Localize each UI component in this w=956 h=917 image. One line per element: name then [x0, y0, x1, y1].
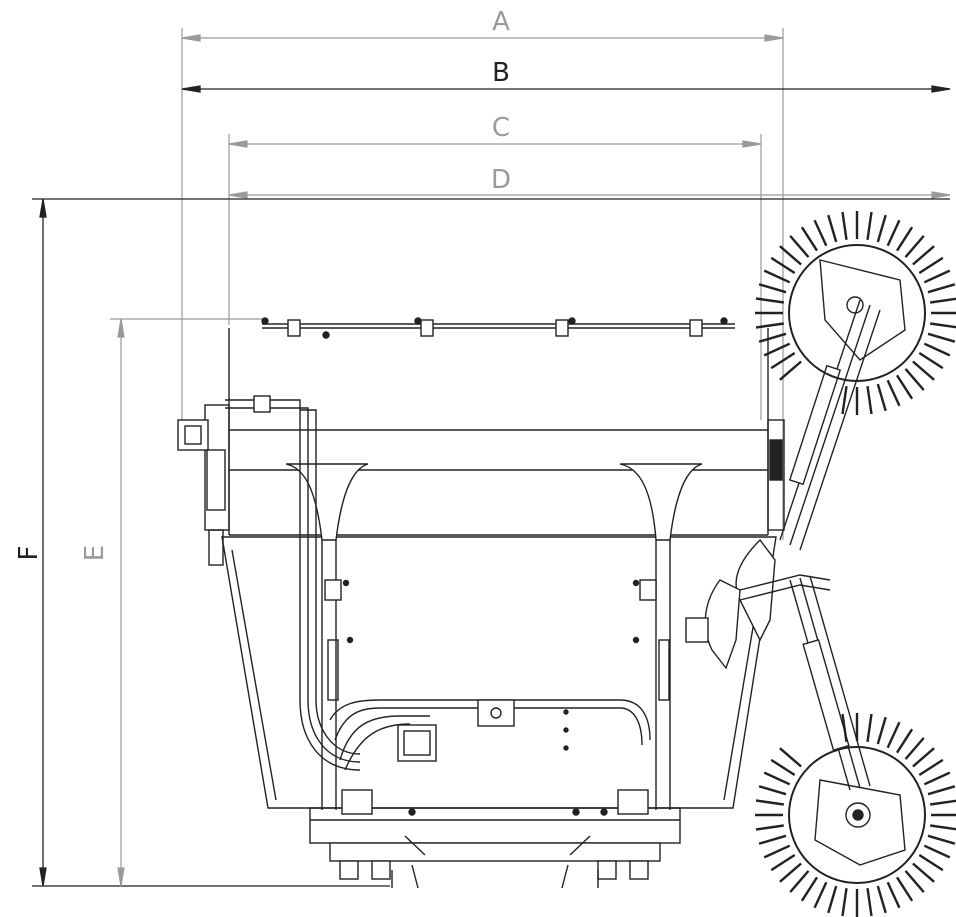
bristle	[763, 342, 791, 357]
bristle	[930, 297, 956, 304]
bristle	[779, 245, 802, 266]
bristle	[789, 870, 810, 893]
bristle	[912, 862, 935, 883]
bristle	[841, 888, 848, 917]
bristle	[886, 721, 901, 749]
lower-brush-wheel	[755, 713, 956, 917]
bristle	[770, 256, 796, 275]
bristle	[841, 211, 848, 240]
bristle	[886, 881, 901, 909]
bristle	[876, 383, 887, 412]
bristle	[758, 283, 787, 294]
bristle	[755, 824, 784, 831]
bristle	[923, 342, 951, 357]
bristle	[813, 219, 828, 247]
bristle	[895, 226, 914, 252]
bristle	[800, 226, 819, 252]
bristle	[758, 785, 787, 796]
bristle	[866, 211, 873, 240]
bristle	[930, 824, 956, 831]
bristle	[763, 269, 791, 284]
bristle	[927, 834, 956, 845]
bristle	[904, 235, 925, 258]
bristle	[827, 885, 838, 914]
bristle	[770, 758, 796, 777]
dimension-c	[228, 134, 762, 420]
bristle	[876, 214, 887, 243]
bristle	[886, 379, 901, 407]
bristle	[895, 876, 914, 902]
bristle	[866, 888, 873, 917]
bristle	[813, 881, 828, 909]
bristle	[923, 844, 951, 859]
dimension-lines	[32, 28, 951, 887]
bristle	[755, 297, 784, 304]
bristle	[930, 799, 956, 806]
bristle	[895, 728, 914, 754]
bristle	[904, 737, 925, 760]
dimension-b	[181, 85, 951, 93]
bristle	[927, 332, 956, 343]
dimension-label-f: F	[14, 546, 44, 561]
bristle	[876, 885, 887, 914]
bristle	[800, 876, 819, 902]
bristle	[758, 834, 787, 845]
dimension-label-a: A	[492, 7, 510, 37]
bristle	[904, 870, 925, 893]
bristle	[758, 332, 787, 343]
bristle	[763, 844, 791, 859]
bristle	[923, 771, 951, 786]
bristle	[841, 713, 848, 742]
bristle	[827, 214, 838, 243]
bristle	[779, 747, 802, 768]
upper-brush-wheel	[755, 211, 956, 415]
brush-arm	[685, 299, 881, 791]
dimension-label-c: C	[492, 113, 510, 143]
bristle	[927, 283, 956, 294]
bristle	[763, 771, 791, 786]
bristle	[918, 758, 944, 777]
dimension-e	[110, 318, 262, 887]
bristle	[866, 713, 873, 742]
bristle	[779, 360, 802, 381]
bristle	[918, 256, 944, 275]
dimension-a	[181, 28, 784, 540]
bristle	[912, 360, 935, 381]
bristle	[866, 386, 873, 415]
dimension-label-e: E	[80, 545, 110, 561]
bristle	[770, 351, 796, 370]
top-spray-rail	[261, 317, 735, 339]
bristle	[918, 351, 944, 370]
bristle	[912, 245, 935, 266]
bristle	[755, 799, 784, 806]
bristle	[923, 269, 951, 284]
bristle	[895, 374, 914, 400]
bristle	[789, 235, 810, 258]
bristle	[912, 747, 935, 768]
machine-body	[177, 317, 785, 889]
bristle	[841, 386, 848, 415]
bristle	[918, 853, 944, 872]
bristle	[755, 322, 784, 329]
dimension-f	[32, 198, 950, 887]
bristle	[904, 368, 925, 391]
bristle	[770, 853, 796, 872]
bristle	[930, 322, 956, 329]
bristle	[927, 785, 956, 796]
bristle	[779, 862, 802, 883]
dimension-label-b: B	[492, 58, 510, 88]
bristle	[886, 219, 901, 247]
bristle	[876, 716, 887, 745]
dimension-d	[228, 191, 951, 199]
dimension-label-d: D	[491, 165, 511, 195]
